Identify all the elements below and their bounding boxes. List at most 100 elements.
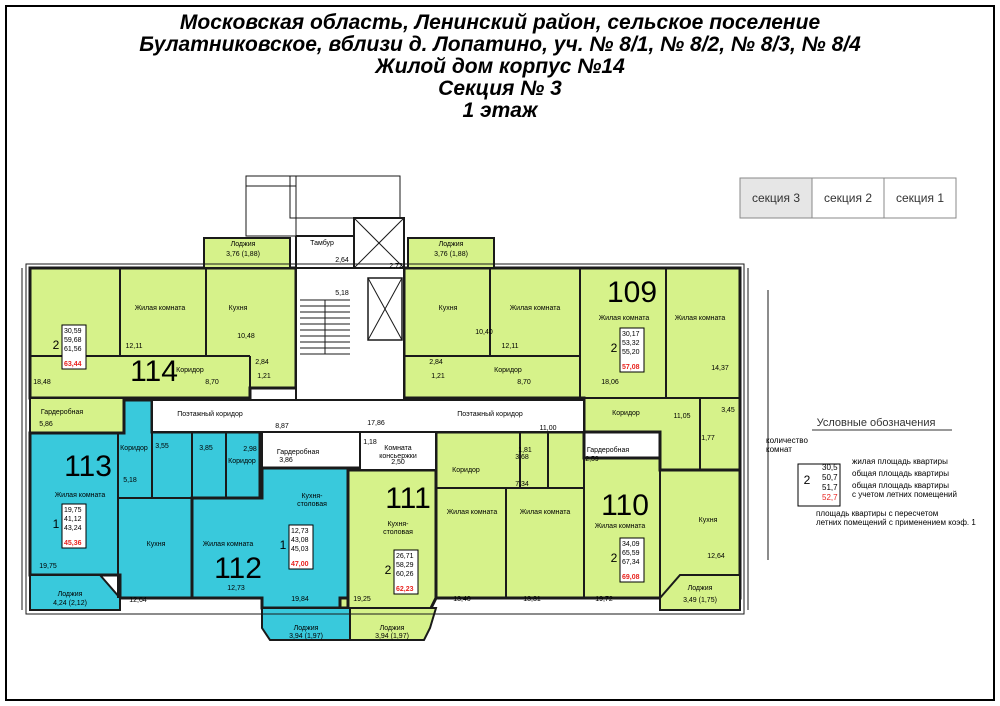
- apartment-area-value: 30,59: [64, 328, 82, 335]
- apartment-area-value: 43,08: [291, 537, 309, 544]
- room-name-label: Гардеробная: [587, 446, 630, 454]
- legend-description: площадь квартиры с пересчетом: [816, 509, 938, 518]
- legend-rooms-label: количество: [766, 436, 808, 445]
- legend-title: Условные обозначения: [817, 417, 936, 429]
- apartment-total-area: 69,08: [622, 574, 640, 581]
- room-name-label: Жилая комната: [203, 541, 254, 548]
- apartment-number: 109: [607, 276, 657, 309]
- apartment-number: 110: [601, 489, 649, 522]
- apartment-area-value: 67,34: [622, 559, 640, 566]
- room-area-label: 10,40: [475, 329, 493, 336]
- room-name-label: Коридор: [228, 458, 256, 465]
- apartment-total-area: 57,08: [622, 364, 640, 371]
- loggia-bottom-right: [659, 574, 741, 611]
- key-plan-section-label: секция 2: [824, 191, 872, 205]
- apartment-area-box: [61, 503, 87, 549]
- key-plan: секция 3 секция 2 секция 1: [739, 177, 957, 219]
- title-line-4: Секция № 3: [438, 77, 562, 100]
- loggia-area-label: 3,94 (1,97): [375, 633, 409, 640]
- loggia-top-right: [407, 237, 495, 269]
- apartment-number: 114: [130, 355, 178, 388]
- room-area-label: 2,59: [585, 456, 599, 463]
- room-name-label: Жилая комната: [447, 509, 498, 516]
- porch-canopy: [245, 175, 297, 237]
- room-area-label: 13,40: [453, 596, 471, 603]
- key-plan-section-label: секция 3: [752, 191, 800, 205]
- room-name-label: Жилая комната: [55, 492, 106, 499]
- key-plan-section-1: [739, 177, 813, 219]
- key-plan-section-label: секция 1: [896, 191, 944, 205]
- apartment-area-value: 26,71: [396, 553, 414, 560]
- room-area-label: 3,68: [515, 454, 529, 461]
- room-area-label: 2,72: [389, 263, 403, 270]
- room-area-label: 8,70: [205, 379, 219, 386]
- room-area-label: 3,55: [155, 443, 169, 450]
- apartment-room-count: 1: [280, 538, 287, 552]
- stair-flights: [300, 299, 350, 355]
- loggia-area-label: 3,49 (1,75): [683, 597, 717, 604]
- room-area-label: 5,86: [39, 421, 53, 428]
- room-area-label: 14,37: [711, 365, 729, 372]
- apartment-room-count: 1: [53, 517, 60, 531]
- apartment-area-value: 45,03: [291, 546, 309, 553]
- room-area-label: 8,70: [517, 379, 531, 386]
- room-name-label: Кухня-: [387, 521, 409, 528]
- room-area-label: 19,84: [291, 596, 309, 603]
- apartment-room-count: 2: [385, 563, 392, 577]
- legend-rooms-value: 2: [804, 473, 811, 487]
- room-area-label: 1,18: [363, 439, 377, 446]
- room-name-label: Лоджия: [231, 241, 256, 248]
- legend-value: 50,7: [822, 473, 838, 482]
- room-area-label: 3,45: [721, 407, 735, 414]
- apartment-room-count: 2: [611, 551, 618, 565]
- room-name-label: Лоджия: [58, 591, 83, 598]
- loggia-area-label: 4,24 (2,12): [53, 600, 87, 607]
- room-area-label: 12,64: [129, 597, 147, 604]
- room-area-label: 19,75: [39, 563, 57, 570]
- apartment-area-value: 60,26: [396, 571, 414, 578]
- apartment-area-box: [61, 324, 87, 370]
- room-name-label: Кухня: [229, 305, 248, 312]
- loggia-area-label: 3,94 (1,97): [289, 633, 323, 640]
- room-name-label: Поэтажный коридор: [457, 410, 523, 418]
- room-area-label: 1,21: [257, 373, 271, 380]
- room-area-label: 13,31: [523, 596, 541, 603]
- title-line-2: Булатниковское, вблизи д. Лопатино, уч. …: [139, 33, 861, 56]
- apartment-area-value: 19,75: [64, 507, 82, 514]
- title-line-1: Московская область, Ленинский район, сел…: [179, 11, 821, 34]
- room-name-label: столовая: [297, 501, 327, 508]
- legend: Условные обозначенияколичествокомнат230,…: [766, 417, 976, 527]
- room-name-label: Жилая комната: [510, 305, 561, 312]
- room-name-label: Коридор: [176, 367, 204, 374]
- room-name-label: Кухня: [439, 305, 458, 312]
- apartment-area-value: 30,17: [622, 331, 640, 338]
- room-name-label: Тамбур: [310, 239, 334, 247]
- room-area-label: 2,64: [335, 257, 349, 264]
- title-line-3: Жилой дом корпус №14: [375, 55, 625, 78]
- room-name-label: Жилая комната: [599, 315, 650, 322]
- room-area-label: 3,86: [279, 457, 293, 464]
- apartment-area-value: 34,09: [622, 541, 640, 548]
- room-area-label: 12,11: [502, 343, 519, 350]
- loggia-area-label: 3,76 (1,88): [434, 251, 468, 258]
- room-area-label: 1,21: [431, 373, 445, 380]
- apartment-total-area: 47,00: [291, 561, 309, 568]
- loggia-top-left: [203, 237, 291, 269]
- room-name-label: Кухня: [147, 541, 166, 548]
- room-area-label: 12,73: [227, 585, 245, 592]
- room-area-label: 17,86: [367, 420, 385, 427]
- apartment-total-area: 62,23: [396, 586, 414, 593]
- loggia-area-label: 3,76 (1,88): [226, 251, 260, 258]
- room-name-label: Кухня-: [301, 493, 323, 500]
- room-name-label: Кухня: [699, 517, 718, 524]
- legend-value: 52,7: [822, 493, 838, 502]
- apartment-area-value: 59,68: [64, 337, 82, 344]
- room-name-label: консьержки: [379, 453, 417, 460]
- room-area-label: 19,72: [595, 596, 613, 603]
- room-area-label: 11,05: [674, 413, 691, 420]
- room-area-label: 1,77: [701, 435, 715, 442]
- room-area-label: 11,00: [540, 425, 557, 432]
- apartment-area-value: 61,56: [64, 346, 82, 353]
- room-area-label: 7,34: [515, 481, 529, 488]
